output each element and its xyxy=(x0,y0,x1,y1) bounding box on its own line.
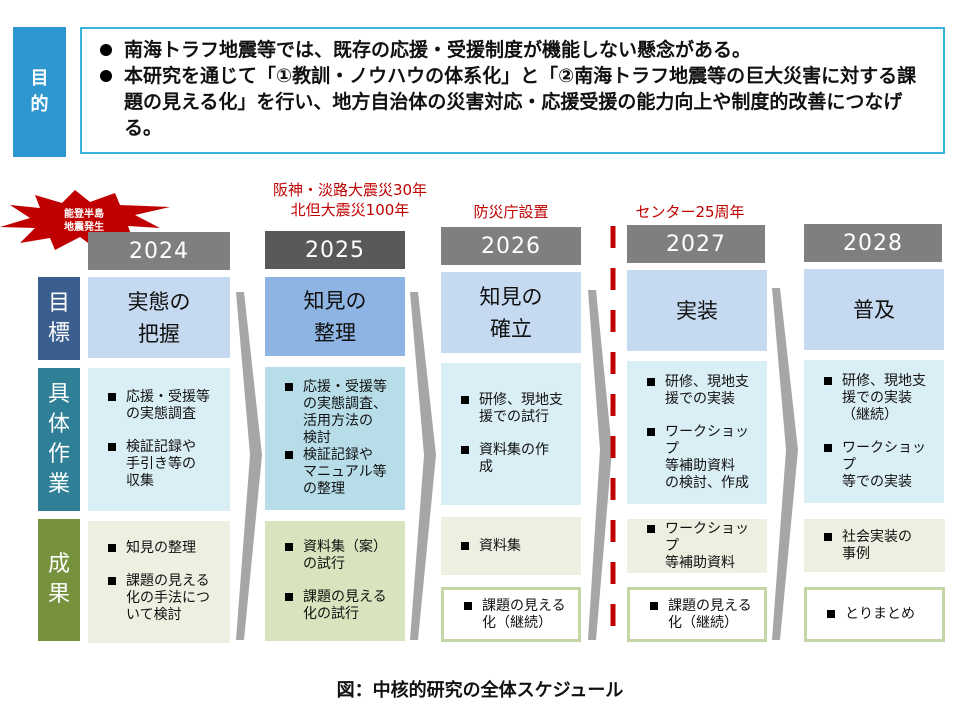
year-header-2026: 2026 xyxy=(441,227,581,265)
list-item: 課題の見える 化の試行 xyxy=(285,589,395,623)
year-header-2024: 2024 xyxy=(88,232,230,270)
result-2025: 資料集（案） の試行課題の見える 化の試行 xyxy=(265,521,405,641)
arrow-chevron xyxy=(772,288,798,640)
result-2024: 知見の整理課題の見える 化の手法につ いて検討 xyxy=(88,521,230,643)
list-item: 検証記録や 手引き等の 収集 xyxy=(108,439,220,490)
starburst-text: 能登半島 地震発生 xyxy=(64,209,104,233)
work-2026: 研修、現地支 援での試行資料集の作 成 xyxy=(441,363,581,505)
list-item: ワークショップ 等補助資料 xyxy=(647,521,757,572)
purpose-label: 目的 xyxy=(13,27,66,157)
purpose-label-2: 的 xyxy=(30,94,49,115)
row-label-result: 成 果 xyxy=(38,519,80,641)
list-item: 資料集（案） の試行 xyxy=(285,539,395,573)
figure-caption: 図：中核的研究の全体スケジュール xyxy=(336,680,624,701)
row-label-work: 具 体 作 業 xyxy=(38,368,80,511)
list-item: 研修、現地支 援での実装 （継続） xyxy=(824,373,934,424)
list-item: とりまとめ xyxy=(827,606,932,623)
list-item: 応援・受援等 の実態調査、 活用方法の 検討 xyxy=(285,379,395,447)
list-item: 課題の見える 化の手法につ いて検討 xyxy=(108,573,220,624)
event-2026: 防災庁設置 xyxy=(473,203,549,221)
year-header-2028: 2028 xyxy=(804,224,942,262)
goal-2028: 普及 xyxy=(804,269,944,350)
list-item: 研修、現地支 援での試行 xyxy=(461,392,571,426)
purpose-bullet: 本研究を通じて「①教訓・ノウハウの体系化」と「②南海トラフ地震等の巨大災害に対す… xyxy=(96,63,931,141)
list-item: 社会実装の 事例 xyxy=(824,529,935,563)
purpose-box: 南海トラフ地震等では、既存の応援・受援制度が機能しない懸念がある。 本研究を通じ… xyxy=(80,27,945,154)
purpose-label-1: 目 xyxy=(30,68,49,89)
list-item: 研修、現地支 援での実装 xyxy=(647,374,757,408)
work-2027: 研修、現地支 援での実装ワークショップ 等補助資料 の検討、作成 xyxy=(627,361,767,504)
work-2028: 研修、現地支 援での実装 （継続） ワークショップ 等での実装 xyxy=(804,360,944,503)
list-item: 資料集 xyxy=(461,538,571,555)
list-item: 課題の見える 化（継続） xyxy=(464,598,568,632)
event-2025: 阪神・淡路大震災30年 北但大震災100年 xyxy=(272,181,428,219)
row-label-goal: 目 標 xyxy=(38,277,80,360)
result-continued-2026: 課題の見える 化（継続） xyxy=(441,587,581,642)
result-2028: 社会実装の 事例 xyxy=(804,519,945,572)
arrow-chevron xyxy=(236,292,262,640)
year-header-2025: 2025 xyxy=(265,231,405,269)
list-item: ワークショップ 等での実装 xyxy=(824,440,934,491)
result-2027: ワークショップ 等補助資料 xyxy=(627,519,767,573)
goal-2024: 実態の 把握 xyxy=(88,277,230,358)
list-item: 資料集の作 成 xyxy=(461,442,571,476)
list-item: ワークショップ 等補助資料 の検討、作成 xyxy=(647,424,757,492)
goal-2026: 知見の 確立 xyxy=(441,272,581,353)
result-2026: 資料集 xyxy=(441,517,581,575)
arrow-chevron xyxy=(588,290,612,640)
event-2027: センター25周年 xyxy=(635,203,745,221)
purpose-bullet: 南海トラフ地震等では、既存の応援・受援制度が機能しない懸念がある。 xyxy=(96,37,931,63)
goal-2025: 知見の 整理 xyxy=(265,277,405,356)
work-2024: 応援・受援等 の実態調査検証記録や 手引き等の 収集 xyxy=(88,368,230,511)
arrow-chevron xyxy=(410,292,436,640)
result-continued-2027: 課題の見える 化（継続） xyxy=(627,587,767,642)
year-header-2027: 2027 xyxy=(627,225,765,263)
list-item: 知見の整理 xyxy=(108,540,220,557)
list-item: 応援・受援等 の実態調査 xyxy=(108,389,220,423)
result-summary-2028: とりまとめ xyxy=(804,587,945,642)
work-2025: 応援・受援等 の実態調査、 活用方法の 検討検証記録や マニュアル等 の整理 xyxy=(265,367,405,510)
list-item: 課題の見える 化（継続） xyxy=(650,598,754,632)
list-item: 検証記録や マニュアル等 の整理 xyxy=(285,447,395,498)
goal-2027: 実装 xyxy=(627,270,767,351)
